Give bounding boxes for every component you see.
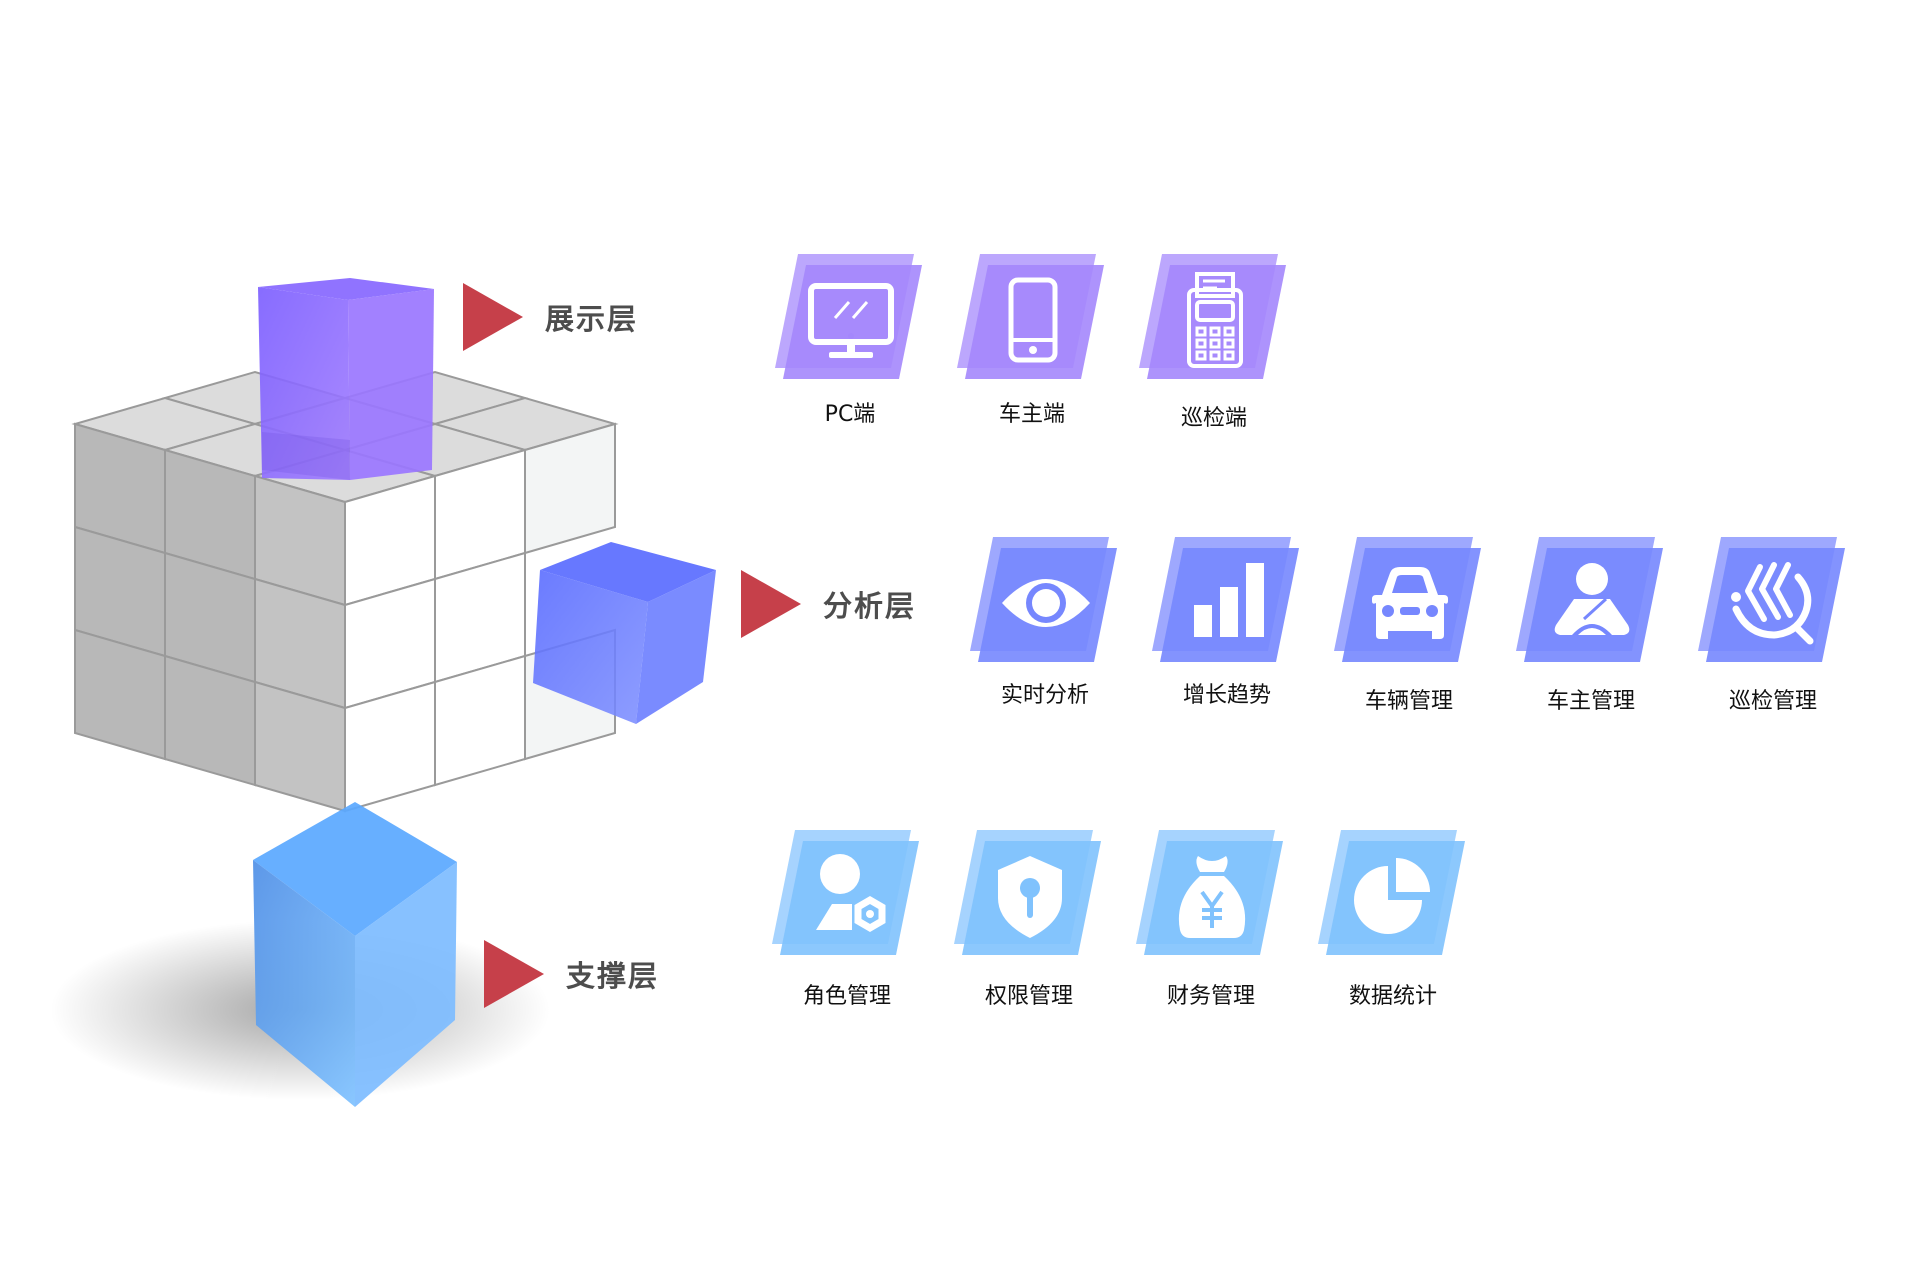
bar-chart-icon xyxy=(1194,563,1264,637)
presentation-layer-cube xyxy=(258,278,434,480)
tile-caption: PC端 xyxy=(824,402,876,427)
tile-realtime-analysis[interactable]: 实时分析 xyxy=(970,537,1120,708)
tile-caption: 实时分析 xyxy=(1000,683,1089,708)
tile-owner-management[interactable]: 车主管理 xyxy=(1516,537,1666,714)
tile-vehicle-management[interactable]: 车辆管理 xyxy=(1334,537,1484,714)
arrow-right-icon xyxy=(463,283,523,351)
tile-caption: 车主端 xyxy=(998,402,1065,427)
tile-front-plate xyxy=(780,841,919,955)
eye-icon xyxy=(1002,579,1090,627)
tile-caption: 车辆管理 xyxy=(1364,689,1453,714)
tile-caption: 巡检端 xyxy=(1180,406,1247,431)
arrow-right-icon xyxy=(484,940,544,1008)
support-layer-cube xyxy=(253,802,457,1107)
tile-growth-trend[interactable]: 增长趋势 xyxy=(1152,537,1302,708)
tile-front-plate xyxy=(1326,841,1465,955)
architecture-cube-illustration xyxy=(50,278,716,1107)
pie-chart-icon xyxy=(1354,858,1430,934)
money-bag-icon xyxy=(1178,856,1246,938)
arrow-right-icon xyxy=(741,570,801,638)
patrol-search-icon xyxy=(1731,562,1814,645)
tile-caption: 权限管理 xyxy=(984,984,1073,1009)
layer-label-support: 支撑层 xyxy=(484,940,659,1008)
tile-background xyxy=(957,254,1104,379)
tile-role-management[interactable]: 角色管理 xyxy=(772,830,922,1009)
monitor-icon xyxy=(808,283,894,358)
tile-patrol-management[interactable]: 巡检管理 xyxy=(1698,537,1848,714)
layer-label-presentation: 展示层 xyxy=(463,283,638,351)
user-settings-icon xyxy=(816,854,886,933)
tile-data-statistics[interactable]: 数据统计 xyxy=(1318,830,1468,1009)
tile-caption: 角色管理 xyxy=(802,984,891,1009)
layer-title: 支撑层 xyxy=(566,959,660,993)
smartphone-icon xyxy=(1008,277,1058,363)
tile-permission-management[interactable]: 权限管理 xyxy=(954,830,1104,1009)
tile-caption: 增长趋势 xyxy=(1182,683,1271,708)
tile-finance-management[interactable]: 财务管理 xyxy=(1136,830,1286,1009)
tile-front-plate xyxy=(783,265,922,379)
tile-caption: 车主管理 xyxy=(1546,689,1635,714)
driver-icon xyxy=(1554,563,1630,635)
tile-pc[interactable]: PC端 xyxy=(775,254,925,427)
tile-caption: 巡检管理 xyxy=(1728,689,1817,714)
analysis-layer-cube xyxy=(533,542,716,724)
tile-caption: 财务管理 xyxy=(1166,984,1255,1009)
shield-lock-icon xyxy=(998,856,1062,938)
layer-title: 分析层 xyxy=(823,589,917,623)
tile-caption: 数据统计 xyxy=(1348,984,1437,1009)
layer-label-analysis: 分析层 xyxy=(741,570,916,638)
tile-owner-app[interactable]: 车主端 xyxy=(957,254,1107,427)
car-icon xyxy=(1372,567,1448,639)
layer-title: 展示层 xyxy=(545,302,639,336)
tile-patrol-app[interactable]: 巡检端 xyxy=(1139,254,1289,431)
cubelet-right-face xyxy=(524,422,616,555)
pos-terminal-icon xyxy=(1187,272,1243,368)
tile-front-plate xyxy=(965,265,1104,379)
cubelet-left-face xyxy=(74,628,166,761)
tile-front-plate xyxy=(1706,548,1845,662)
